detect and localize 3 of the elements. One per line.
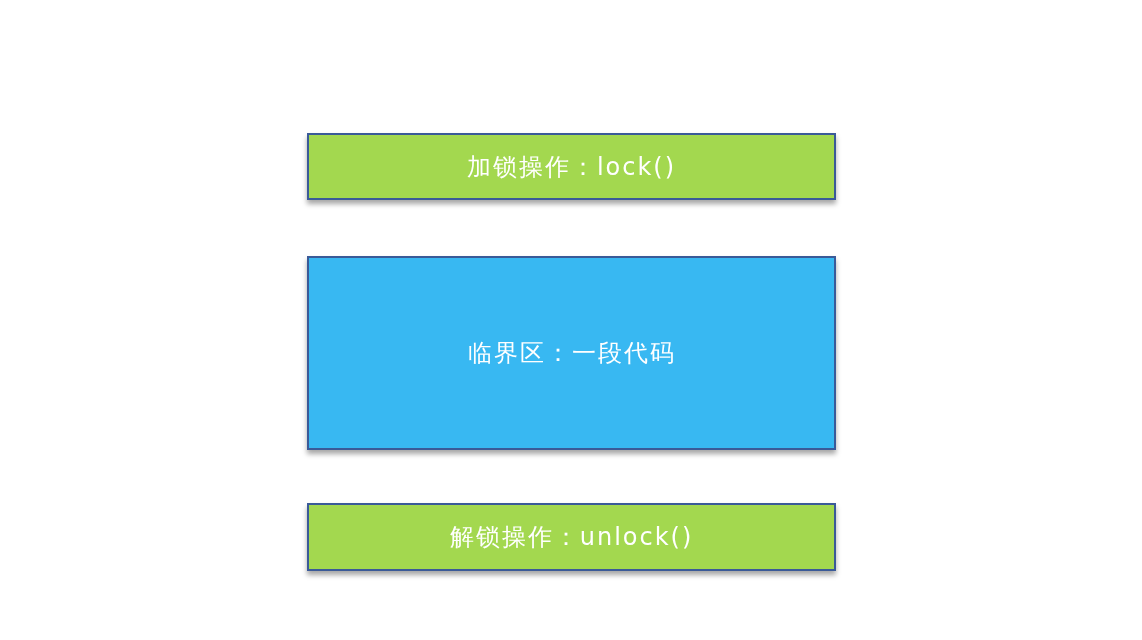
process-box: 临界区：一段代码 xyxy=(307,256,836,450)
process-box: 加锁操作：lock() xyxy=(307,133,836,200)
process-box: 解锁操作：unlock() xyxy=(307,503,836,571)
